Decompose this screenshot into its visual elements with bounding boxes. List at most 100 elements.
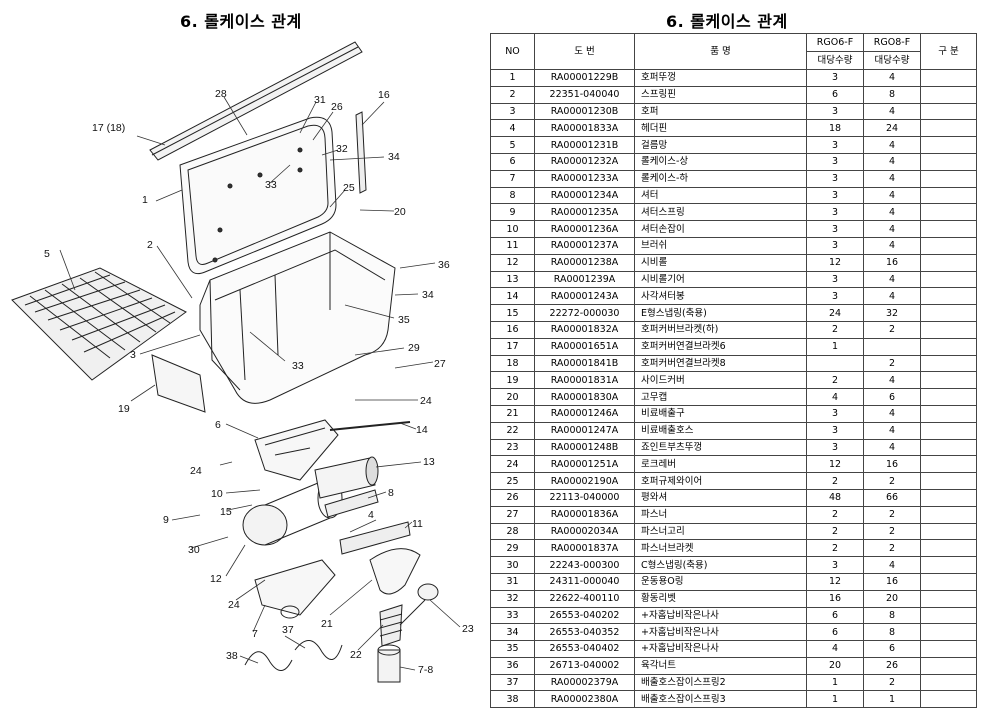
cell-qty-rgo6: 24 xyxy=(806,304,864,322)
cell-qty-rgo8: 16 xyxy=(863,572,921,591)
cell-qty-rgo6: 2 xyxy=(806,472,864,490)
cell-qty-rgo8: 2 xyxy=(863,505,921,524)
cell-no: 5 xyxy=(490,136,535,154)
header-name: 품 명 xyxy=(634,33,807,70)
cell-name: +자홈납비작은나사 xyxy=(634,606,807,625)
cell-no: 18 xyxy=(490,354,535,373)
cell-no: 16 xyxy=(490,320,535,339)
cell-qty-rgo8: 2 xyxy=(863,354,921,373)
cell-qty-rgo8: 4 xyxy=(863,220,921,238)
cell-name: 황동리벳 xyxy=(634,589,807,608)
cell-qty-rgo6: 12 xyxy=(806,253,864,272)
cell-name: 호퍼규제와이어 xyxy=(634,472,807,490)
cell-part-no: RA00001651A xyxy=(534,337,635,356)
cell-qty-rgo8: 16 xyxy=(863,253,921,272)
cell-name: 배출호스잡이스프링3 xyxy=(634,690,807,709)
cell-name: 배출호스잡이스프링2 xyxy=(634,673,807,692)
cell-remark xyxy=(920,556,977,574)
callout-24a: 24 xyxy=(190,465,202,477)
cell-part-no: RA00001230B xyxy=(534,102,635,121)
cell-part-no: RA00001246A xyxy=(534,404,635,423)
cell-qty-rgo6: 18 xyxy=(806,119,864,138)
callout-35: 35 xyxy=(398,314,410,326)
cell-name: 사각셔터봉 xyxy=(634,287,807,306)
cell-part-no: RA00001836A xyxy=(534,505,635,524)
cell-qty-rgo6: 12 xyxy=(806,455,864,474)
cell-qty-rgo8: 2 xyxy=(863,522,921,541)
cell-no: 10 xyxy=(490,220,535,238)
cell-remark xyxy=(920,102,977,121)
cell-no: 13 xyxy=(490,270,535,289)
cell-qty-rgo6: 2 xyxy=(806,539,864,558)
cell-part-no: 26553-040352 xyxy=(534,623,635,642)
cell-name: 셔터 xyxy=(634,186,807,205)
cell-qty-rgo6: 6 xyxy=(806,623,864,642)
callout-33b: 33 xyxy=(292,360,304,372)
cell-qty-rgo8: 2 xyxy=(863,320,921,339)
cell-qty-rgo6: 3 xyxy=(806,186,864,205)
cell-part-no: RA00001251A xyxy=(534,455,635,474)
cell-no: 9 xyxy=(490,203,535,222)
cell-name: 호퍼 xyxy=(634,102,807,121)
callout-12: 12 xyxy=(210,573,222,585)
cell-qty-rgo6: 1 xyxy=(806,690,864,709)
side-bracket xyxy=(355,111,367,194)
cell-name: 죠인트부츠뚜껑 xyxy=(634,438,807,457)
callout-13: 13 xyxy=(423,456,435,468)
callout-5: 5 xyxy=(44,248,50,260)
cell-no: 14 xyxy=(490,287,535,306)
cell-remark xyxy=(920,320,977,339)
cell-name: 로크레버 xyxy=(634,455,807,474)
cell-part-no: RA00001831A xyxy=(534,371,635,390)
cell-name: 사이드커버 xyxy=(634,371,807,390)
cell-name: 비료배출구 xyxy=(634,404,807,423)
cell-name: 파스너브라켓 xyxy=(634,539,807,558)
cell-no: 25 xyxy=(490,472,535,490)
cell-part-no: RA00001837A xyxy=(534,539,635,558)
hose-clip-spring-3 xyxy=(244,651,293,671)
callout-19: 19 xyxy=(118,403,130,415)
cell-name: E형스냅링(축용) xyxy=(634,304,807,322)
cell-qty-rgo6: 4 xyxy=(806,640,864,658)
cell-part-no: RA00001236A xyxy=(534,220,635,238)
callout-38: 38 xyxy=(226,650,238,662)
cell-name: +자홈납비작은나사 xyxy=(634,623,807,642)
cell-remark xyxy=(920,472,977,490)
cell-part-no: RA00001237A xyxy=(534,236,635,255)
cell-name: 고무캡 xyxy=(634,388,807,406)
cell-name: 호퍼커버연결브라켓8 xyxy=(634,354,807,373)
cell-no: 2 xyxy=(490,85,535,104)
cell-name: 시비롤 xyxy=(634,253,807,272)
cell-name: 호퍼커버연결브라켓6 xyxy=(634,337,807,356)
cell-remark xyxy=(920,354,977,373)
cell-remark xyxy=(920,152,977,171)
cell-qty-rgo6: 1 xyxy=(806,673,864,692)
fertilizer-outlet xyxy=(369,548,421,595)
callout-24c: 24 xyxy=(420,395,432,407)
callout-31: 31 xyxy=(314,94,326,106)
callout-1: 1 xyxy=(142,194,148,206)
cell-remark xyxy=(920,169,977,188)
callout-28: 28 xyxy=(215,88,227,100)
callout-34b: 34 xyxy=(422,289,434,301)
callout-11: 11 xyxy=(412,518,423,530)
cell-part-no: RA00001234A xyxy=(534,186,635,205)
cell-remark xyxy=(920,539,977,558)
cell-remark xyxy=(920,690,977,709)
callout-3: 3 xyxy=(130,349,136,361)
cell-no: 34 xyxy=(490,623,535,642)
cell-qty-rgo8: 4 xyxy=(863,556,921,574)
